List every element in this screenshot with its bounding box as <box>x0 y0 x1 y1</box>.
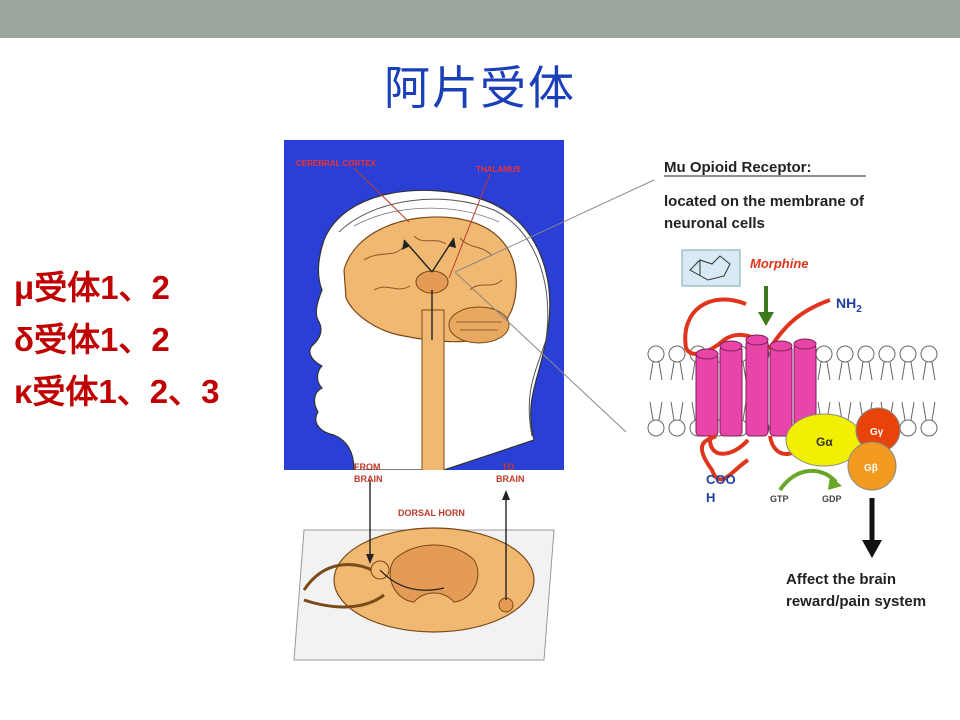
nh2-terminal-loop <box>683 297 831 356</box>
cooh-label-2: H <box>706 490 715 505</box>
mu-opioid-receptor-diagram: Mu Opioid Receptor: located on the membr… <box>647 159 938 610</box>
g-alpha-label: Gα <box>816 435 833 449</box>
morphine-structure-icon <box>681 249 741 287</box>
g-gamma-label: Gγ <box>870 427 884 438</box>
g-beta-subunit <box>847 441 897 491</box>
receptor-heading: Mu Opioid Receptor: <box>664 159 812 176</box>
gtp-label: GTP <box>770 494 789 504</box>
receptor-list: μ受体1、2 δ受体1、2 κ受体1、2、3 <box>14 262 219 418</box>
label-to-brain-1: TO <box>502 462 514 472</box>
label-from-brain-2: BRAIN <box>354 474 383 484</box>
label-from-brain-1: FROM <box>354 462 381 472</box>
receptor-desc-line1: located on the membrane of <box>664 193 865 210</box>
effect-line2: reward/pain system <box>786 593 926 610</box>
g-beta-label: Gβ <box>864 463 878 474</box>
top-accent-bar <box>0 0 960 38</box>
slide-title: 阿片受体 <box>384 61 576 115</box>
receptor-desc-line2: neuronal cells <box>664 215 765 232</box>
receptor-delta: δ受体1、2 <box>14 321 170 358</box>
gdp-label: GDP <box>822 494 842 504</box>
label-dorsal-horn: DORSAL HORN <box>398 508 465 518</box>
transmembrane-helices <box>695 334 817 437</box>
effect-line1: Affect the brain <box>786 571 896 588</box>
receptor-kappa: κ受体1、2、3 <box>14 373 220 410</box>
label-thalamus: THALAMUS <box>476 165 522 174</box>
spinal-column <box>421 309 445 481</box>
nh2-label: NH2 <box>836 295 862 315</box>
label-to-brain-2: BRAIN <box>496 474 525 484</box>
cooh-label-1: COO <box>706 472 736 487</box>
receptor-mu: μ受体1、2 <box>14 269 170 306</box>
morphine-label: Morphine <box>750 256 809 271</box>
label-cerebral-cortex: CEREBRAL CORTEX <box>296 159 377 168</box>
brain-spinal-illustration: CEREBRAL CORTEX THALAMUS FROM BRAIN TO B… <box>284 140 564 676</box>
